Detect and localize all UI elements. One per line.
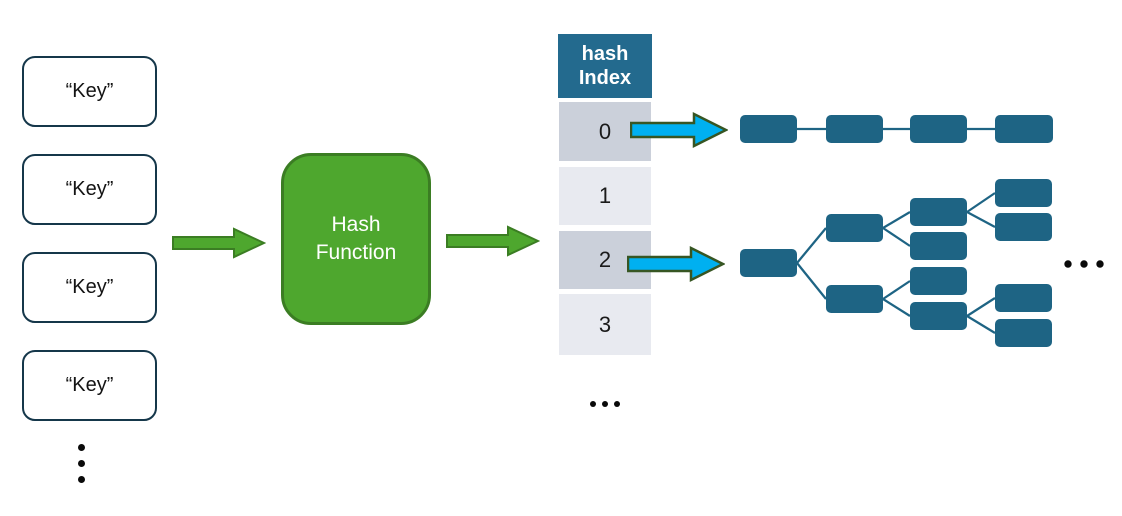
- ellipsis-dot: [1080, 260, 1088, 268]
- ellipsis-dot: [614, 401, 620, 407]
- table-header-line1: hash: [581, 43, 629, 65]
- key-box: “Key”: [22, 154, 157, 225]
- table-row-3: 3: [559, 294, 651, 355]
- index-value: 2: [598, 247, 612, 272]
- tree-node: [910, 267, 967, 295]
- connector-line: [796, 262, 827, 300]
- buckets-graphic: [740, 115, 1104, 347]
- tree-node: [910, 302, 967, 330]
- ellipsis-dot: [78, 444, 85, 451]
- key-box: “Key”: [22, 350, 157, 421]
- cyan-arrow-index2-to-tree-icon: [627, 245, 725, 283]
- connector-line: [966, 315, 996, 334]
- connector-line: [966, 192, 996, 213]
- ellipsis-dot: [78, 460, 85, 467]
- key-box: “Key”: [22, 56, 157, 127]
- key-label: “Key”: [65, 178, 114, 200]
- connector-line: [882, 298, 911, 317]
- arrow-shape: [172, 227, 266, 259]
- ellipsis-dot: [602, 401, 608, 407]
- connector-line: [796, 227, 827, 264]
- table-header: hash Index: [558, 34, 652, 98]
- tree-node: [910, 232, 967, 260]
- tree-node: [995, 319, 1052, 347]
- tree-node: [910, 198, 967, 226]
- table-ellipsis: [590, 401, 620, 407]
- index-value: 0: [598, 118, 612, 144]
- green-arrow-keys-to-hash-icon: [172, 227, 266, 259]
- vertical-ellipsis: [78, 444, 85, 483]
- tree-node-root: [740, 249, 797, 277]
- ellipsis-dot: [78, 476, 85, 483]
- index-value: 1: [598, 183, 612, 208]
- key-label: “Key”: [65, 374, 114, 396]
- connector-line: [882, 227, 911, 247]
- table-row-1: 1: [559, 167, 651, 225]
- tree-node: [995, 179, 1052, 207]
- key-label: “Key”: [65, 276, 114, 298]
- list-node: [995, 115, 1053, 143]
- key-box: “Key”: [22, 252, 157, 323]
- table-header-line2: Index: [578, 67, 632, 89]
- arrow-shape: [446, 225, 540, 257]
- hash-function-label-line1: Hash: [331, 212, 381, 236]
- list-node: [740, 115, 797, 143]
- tree-node: [826, 214, 883, 242]
- arrow-shape: [630, 111, 728, 149]
- ellipsis-dot: [590, 401, 596, 407]
- hash-function-label-line2: Function: [315, 241, 397, 264]
- list-node: [910, 115, 967, 143]
- tree-node: [826, 285, 883, 313]
- hash-function-box: Hash Function: [281, 153, 431, 325]
- index-value: 3: [598, 311, 612, 337]
- ellipsis-dot: [1096, 260, 1104, 268]
- arrow-shape: [627, 245, 725, 283]
- connector-line: [966, 297, 996, 317]
- connector-line: [882, 280, 911, 300]
- green-arrow-hash-to-table-icon: [446, 225, 540, 257]
- connector-line: [882, 211, 911, 229]
- ellipsis-dot: [1064, 260, 1072, 268]
- tree-node: [995, 213, 1052, 241]
- connector-line: [966, 211, 996, 228]
- tree-node: [995, 284, 1052, 312]
- key-label: “Key”: [65, 80, 114, 102]
- list-node: [826, 115, 883, 143]
- cyan-arrow-index0-to-list-icon: [630, 111, 728, 149]
